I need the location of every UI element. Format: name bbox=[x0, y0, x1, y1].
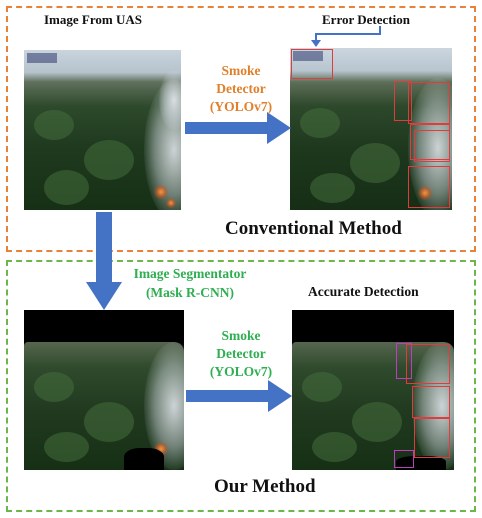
detection-box bbox=[408, 82, 450, 124]
image-overlay-tag bbox=[293, 51, 323, 61]
detection-box bbox=[414, 418, 450, 458]
accurate-detection-label: Accurate Detection bbox=[308, 284, 419, 299]
arrow-right-bottom bbox=[186, 380, 292, 412]
smoke-detector-label-top: Smoke Detector (YOLOv7) bbox=[196, 62, 286, 116]
detection-box bbox=[394, 450, 414, 468]
smoke-detector-top-line1: Smoke bbox=[221, 63, 261, 78]
smoke-detector-label-bottom: Smoke Detector (YOLOv7) bbox=[196, 327, 286, 381]
conventional-method-title: Conventional Method bbox=[225, 218, 402, 239]
uas-image-error-detection bbox=[290, 48, 452, 210]
detection-box bbox=[408, 166, 450, 208]
detection-box bbox=[406, 344, 450, 384]
arrow-to-error-box bbox=[311, 26, 381, 47]
smoke-detector-bottom-line3: (YOLOv7) bbox=[209, 364, 273, 379]
segmented-image-accurate-detection bbox=[292, 310, 454, 470]
arrow-down bbox=[86, 212, 122, 310]
smoke-detector-bottom-line2: Detector bbox=[216, 346, 266, 361]
conventional-method-panel bbox=[6, 6, 476, 252]
smoke-detector-bottom-line1: Smoke bbox=[221, 328, 261, 343]
image-overlay-tag bbox=[27, 53, 57, 63]
error-detection-label: Error Detection bbox=[322, 12, 410, 27]
detection-box bbox=[414, 130, 450, 162]
image-segmentator-line2: (Mask R-CNN) bbox=[145, 285, 235, 300]
smoke-detector-top-line2: Detector bbox=[216, 81, 266, 96]
our-method-title: Our Method bbox=[214, 476, 316, 497]
segmented-image bbox=[24, 310, 184, 470]
uas-image-original bbox=[24, 50, 181, 210]
false-detection-box bbox=[291, 49, 333, 79]
image-from-uas-label: Image From UAS bbox=[44, 12, 142, 27]
smoke-detector-top-line3: (YOLOv7) bbox=[209, 99, 273, 114]
detection-box bbox=[396, 343, 412, 379]
arrow-right-top bbox=[185, 112, 291, 144]
image-segmentator-line1: Image Segmentator bbox=[133, 266, 247, 281]
image-segmentator-label: Image Segmentator (Mask R-CNN) bbox=[110, 264, 270, 302]
detection-box bbox=[412, 386, 450, 418]
our-method-panel bbox=[6, 260, 476, 512]
detection-box bbox=[394, 81, 412, 121]
